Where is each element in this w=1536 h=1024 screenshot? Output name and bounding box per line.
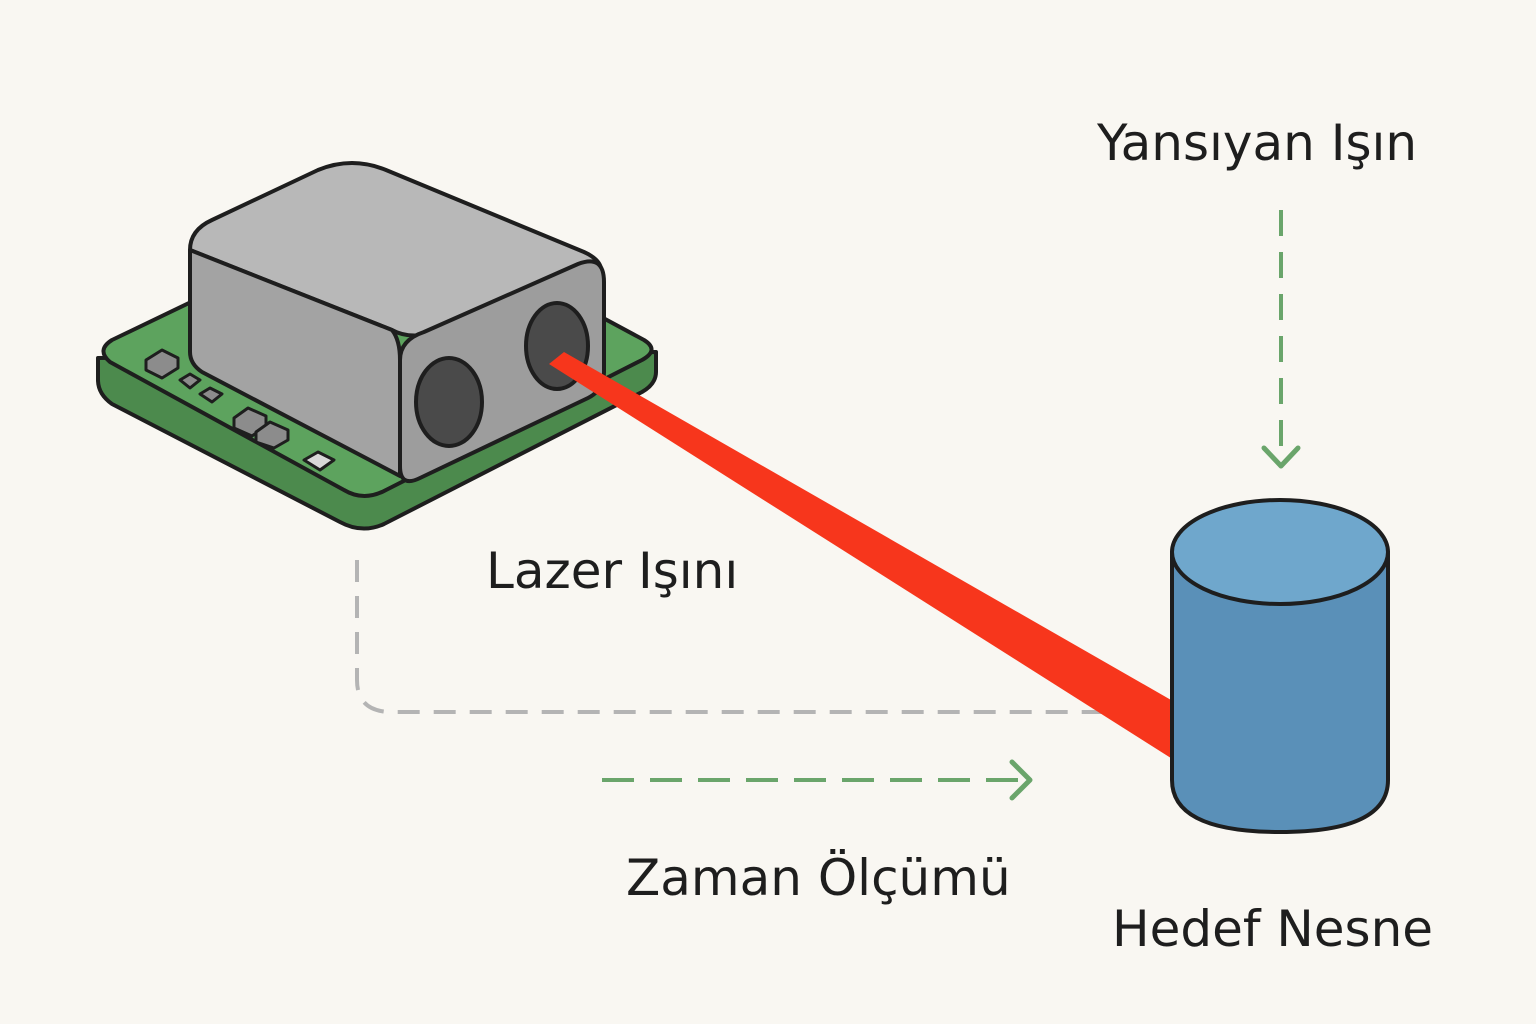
target-cylinder-top bbox=[1170, 498, 1390, 606]
receiver-lens bbox=[414, 356, 484, 448]
target-cylinder-body bbox=[1170, 550, 1390, 834]
smd-chip bbox=[144, 348, 180, 380]
smd-resistor bbox=[178, 372, 202, 390]
laser-beam bbox=[549, 352, 1178, 760]
reflected-beam-arrow bbox=[1261, 210, 1301, 469]
label-laser-beam: Lazer Işını bbox=[486, 542, 738, 600]
smd-pad bbox=[302, 450, 336, 472]
time-measurement-arrow bbox=[602, 759, 1033, 801]
label-time-measurement: Zaman Ölçümü bbox=[626, 849, 1011, 907]
target-object-cylinder bbox=[1170, 498, 1390, 834]
smd-chip bbox=[254, 420, 290, 450]
label-target-object: Hedef Nesne bbox=[1112, 900, 1433, 958]
lidar-sensor-module bbox=[96, 161, 658, 531]
time-path-dashed-line bbox=[355, 560, 1175, 714]
smd-resistor bbox=[198, 386, 224, 404]
time-measurement-arrowhead bbox=[1009, 759, 1033, 801]
label-reflected-beam: Yansıyan Işın bbox=[1096, 114, 1417, 172]
reflected-beam-arrowhead bbox=[1261, 445, 1301, 469]
pcb-components bbox=[144, 348, 336, 472]
